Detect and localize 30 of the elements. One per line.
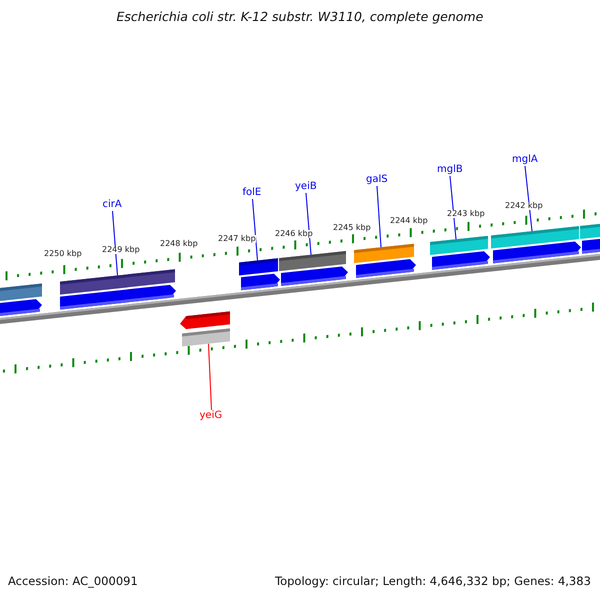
- scale-label: 2245 kbp: [333, 224, 371, 232]
- genome-info: Topology: circular; Length: 4,646,332 bp; Genes: 4,383: [275, 576, 591, 588]
- gene-bar: [182, 328, 230, 347]
- leader-line: [450, 176, 456, 240]
- leader-line: [208, 343, 212, 410]
- scale-label: 2242 kbp: [505, 202, 543, 210]
- gene-label: cirA: [102, 200, 122, 210]
- accession-label: Accession: AC_000091: [8, 576, 138, 588]
- gene-bar: [430, 236, 488, 256]
- map-title: Escherichia coli str. K-12 substr. W3110, complete genome: [116, 11, 484, 24]
- leader-line: [376, 186, 382, 248]
- gene-bar: [239, 258, 278, 276]
- leader-line: [306, 192, 312, 256]
- gene-label: mglB: [437, 165, 463, 175]
- leader-line: [112, 210, 118, 276]
- gene-label: yeiG: [200, 411, 222, 421]
- gene-bar: [354, 244, 414, 264]
- scale-label: 2247 kbp: [218, 235, 256, 243]
- leader-line: [252, 198, 258, 261]
- gene-label: yeiB: [295, 182, 317, 192]
- scale-label: 2246 kbp: [275, 230, 313, 238]
- scale-label: 2248 kbp: [160, 240, 198, 248]
- gene-label: folE: [242, 188, 262, 198]
- scale-label: 2244 kbp: [390, 217, 428, 225]
- gene-label: mglA: [512, 155, 538, 165]
- gene-label: galS: [366, 175, 388, 185]
- leader-line: [524, 166, 532, 232]
- scale-label: 2243 kbp: [447, 210, 485, 218]
- scale-label: 2249 kbp: [102, 246, 140, 254]
- scale-label: 2250 kbp: [44, 250, 82, 258]
